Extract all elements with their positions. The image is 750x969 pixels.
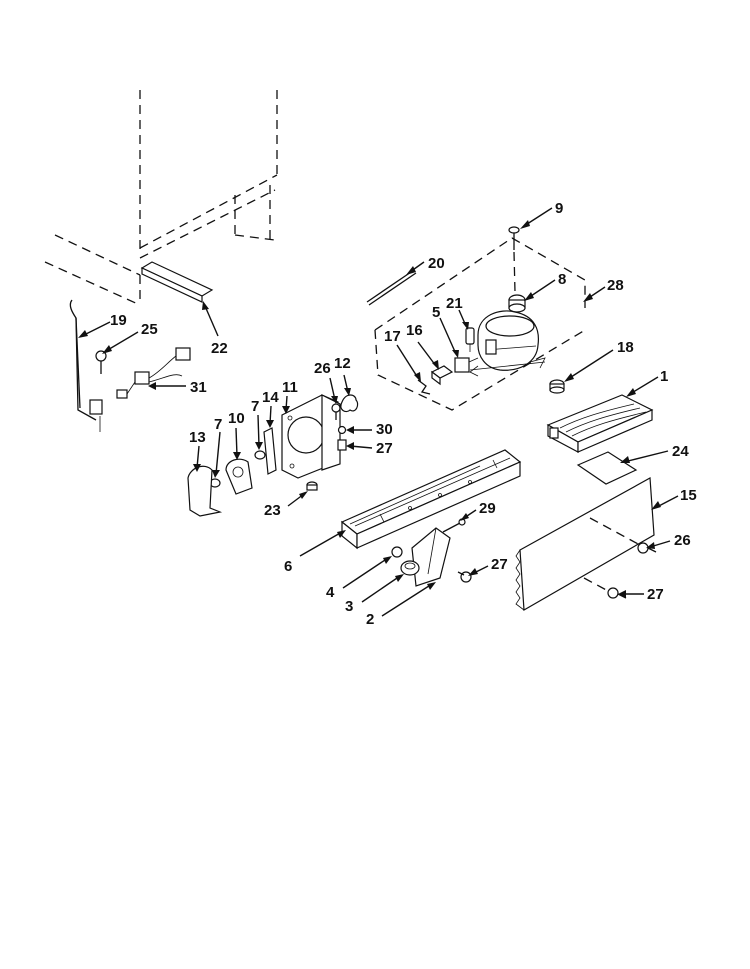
part-29-screw bbox=[442, 518, 466, 533]
callout-22: 22 bbox=[211, 340, 228, 357]
leader-arrows bbox=[78, 207, 679, 617]
compressor-group-outline bbox=[374, 237, 586, 411]
callout-15: 15 bbox=[680, 487, 697, 504]
part-1-drain-pan bbox=[546, 394, 654, 453]
callout-1: 1 bbox=[660, 368, 668, 385]
callout-21: 21 bbox=[446, 295, 463, 312]
part-10-fan-motor bbox=[225, 458, 253, 495]
callout-11: 11 bbox=[282, 379, 298, 396]
part-22-strip bbox=[140, 261, 214, 303]
part-19-harness bbox=[69, 299, 103, 432]
part-21-capacitor bbox=[465, 327, 475, 352]
cabinet-outline bbox=[44, 90, 278, 306]
callout-9: 9 bbox=[555, 200, 563, 217]
callout-26-right: 26 bbox=[674, 532, 691, 549]
callout-10: 10 bbox=[228, 410, 245, 427]
part-27-screw-middle bbox=[457, 571, 472, 583]
callout-26-left: 26 bbox=[314, 360, 331, 377]
part-2-bracket bbox=[411, 527, 451, 587]
callout-14: 14 bbox=[262, 389, 279, 406]
callout-19: 19 bbox=[110, 312, 127, 329]
callout-27-middle: 27 bbox=[491, 556, 508, 573]
callout-17: 17 bbox=[384, 328, 401, 345]
part-7-grommet-right bbox=[254, 450, 266, 460]
callout-13: 13 bbox=[189, 429, 206, 446]
part-4-nut bbox=[391, 546, 403, 558]
compressor bbox=[469, 310, 546, 377]
part-16-overload bbox=[430, 365, 454, 386]
callout-25: 25 bbox=[141, 321, 158, 338]
callout-8: 8 bbox=[558, 271, 566, 288]
part-3-knob bbox=[400, 560, 420, 576]
callout-6: 6 bbox=[284, 558, 292, 575]
part-30-screw bbox=[337, 425, 347, 435]
callout-30: 30 bbox=[376, 421, 393, 438]
callout-12: 12 bbox=[334, 355, 351, 372]
part-13-bracket bbox=[187, 465, 223, 517]
callout-3: 3 bbox=[345, 598, 353, 615]
part-5-relay bbox=[454, 357, 479, 373]
callout-20: 20 bbox=[428, 255, 445, 272]
part-17-clip bbox=[417, 379, 431, 395]
part-14-bracket bbox=[263, 427, 277, 475]
part-11-fan-shroud bbox=[281, 394, 341, 479]
callout-28: 28 bbox=[607, 277, 624, 294]
callout-16: 16 bbox=[406, 322, 423, 339]
part-9-bolt bbox=[508, 226, 520, 293]
callout-29: 29 bbox=[479, 500, 496, 517]
callout-18: 18 bbox=[617, 339, 634, 356]
part-23-grommet bbox=[306, 481, 318, 491]
callout-23: 23 bbox=[264, 502, 281, 519]
part-20-rod bbox=[366, 269, 417, 306]
part-24-pad bbox=[576, 451, 638, 485]
part-15-rear-panel bbox=[515, 477, 655, 612]
part-18-grommet bbox=[549, 379, 565, 394]
callout-2: 2 bbox=[366, 611, 374, 628]
callout-7-right: 7 bbox=[251, 398, 259, 415]
callout-7-left: 7 bbox=[214, 416, 222, 433]
callout-27-right: 27 bbox=[647, 586, 664, 603]
part-8-grommet bbox=[508, 294, 526, 313]
callout-24: 24 bbox=[672, 443, 689, 460]
callout-5: 5 bbox=[432, 304, 440, 321]
callout-4: 4 bbox=[326, 584, 335, 601]
part-12-fan-blade bbox=[340, 394, 359, 413]
callout-labels: 9 20 8 28 21 5 16 17 18 1 24 15 26 27 19… bbox=[110, 200, 697, 628]
part-6-base-rail bbox=[340, 449, 522, 550]
part-31-wiring bbox=[116, 347, 191, 399]
callout-27-left: 27 bbox=[376, 440, 393, 457]
callout-31: 31 bbox=[190, 379, 207, 396]
part-27-screw-left bbox=[337, 439, 347, 451]
part-25-screw bbox=[95, 350, 107, 374]
